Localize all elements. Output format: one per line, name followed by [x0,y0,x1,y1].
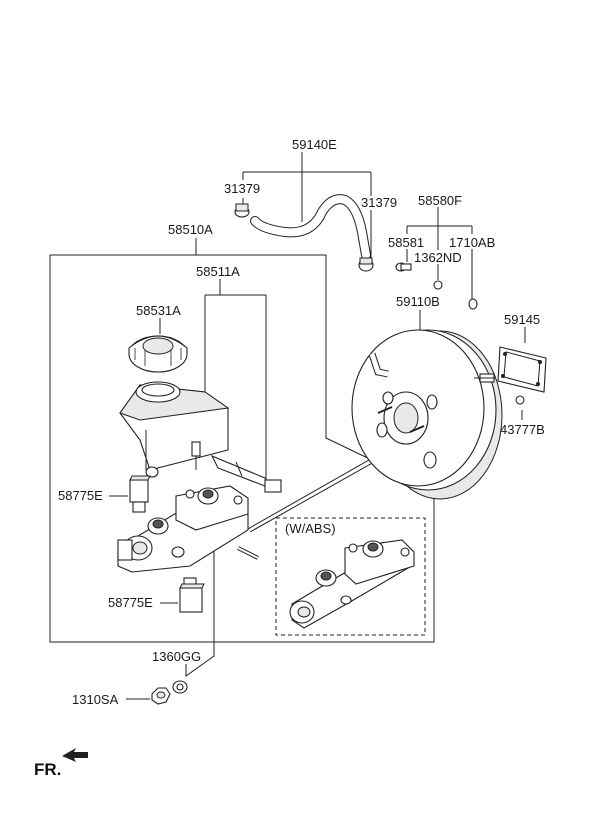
adapter-fitting-bottom [179,577,205,613]
label-59140E: 59140E [292,137,337,152]
washer-and-nut [151,680,188,705]
label-wabs: (W/ABS) [285,521,336,536]
label-59110B: 59110B [396,294,440,309]
label-fr: FR. [34,760,61,779]
label-58531A: 58531A [136,303,181,318]
label-31379-left: 31379 [224,181,260,196]
label-43777B: 43777B [500,422,545,437]
label-58510A: 58510A [168,222,213,237]
label-1310SA: 1310SA [72,692,119,707]
check-valve-parts [395,262,478,310]
label-58511A: 58511A [196,264,240,279]
reservoir-cap [128,335,188,373]
label-1360GG: 1360GG [152,649,201,664]
abs-master-cylinder [289,539,415,629]
vacuum-hose [234,194,374,272]
label-1362ND: 1362ND [414,250,462,265]
label-1710AB: 1710AB [449,235,495,250]
label-58581: 58581 [388,235,424,250]
label-58580F: 58580F [418,193,462,208]
label-31379-right: 31379 [361,195,397,210]
reservoir [119,381,282,493]
adapter-fitting-top [129,475,151,513]
front-direction-arrow-icon [62,748,88,762]
brake-booster [351,329,503,500]
label-58775E-bottom: 58775E [108,595,153,610]
master-cylinder [117,485,259,573]
gasket [497,346,547,405]
label-58775E-top: 58775E [58,488,103,503]
label-59145: 59145 [504,312,540,327]
